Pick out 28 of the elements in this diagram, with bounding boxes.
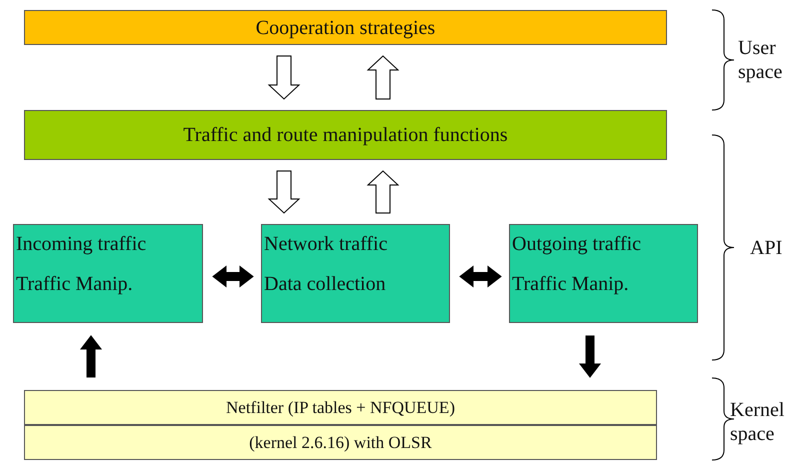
hollow-arrow bbox=[366, 55, 400, 100]
box-text: Network traffic bbox=[264, 232, 388, 256]
layer-label: User space bbox=[738, 36, 784, 84]
layer-label: Kernel space bbox=[730, 398, 786, 446]
box-text: Traffic Manip. bbox=[16, 272, 133, 296]
solid-arrow bbox=[212, 265, 254, 288]
box-text: Traffic and route manipulation functions bbox=[182, 123, 509, 147]
kernel-box bbox=[24, 390, 657, 425]
function-box bbox=[24, 110, 667, 160]
solid-arrow bbox=[80, 335, 102, 378]
module-box bbox=[13, 224, 203, 323]
box-text: (kernel 2.6.16) with OLSR bbox=[248, 433, 433, 453]
kernel-box bbox=[24, 425, 657, 460]
box-text: Netfilter (IP tables + NFQUEUE) bbox=[225, 398, 456, 418]
box-text: Traffic Manip. bbox=[512, 272, 629, 296]
box-text: Data collection bbox=[264, 272, 386, 296]
box-text: Outgoing traffic bbox=[512, 232, 642, 256]
module-box bbox=[509, 224, 698, 323]
box-text: Cooperation strategies bbox=[254, 16, 436, 40]
strategy-box bbox=[24, 10, 667, 45]
hollow-arrow bbox=[268, 56, 300, 100]
layer-label: API bbox=[750, 236, 784, 260]
hollow-arrow bbox=[268, 170, 300, 214]
box-text: Incoming traffic bbox=[16, 232, 146, 256]
solid-arrow bbox=[578, 336, 602, 378]
hollow-arrow bbox=[366, 170, 400, 214]
module-box bbox=[261, 224, 450, 323]
solid-arrow bbox=[459, 265, 502, 288]
